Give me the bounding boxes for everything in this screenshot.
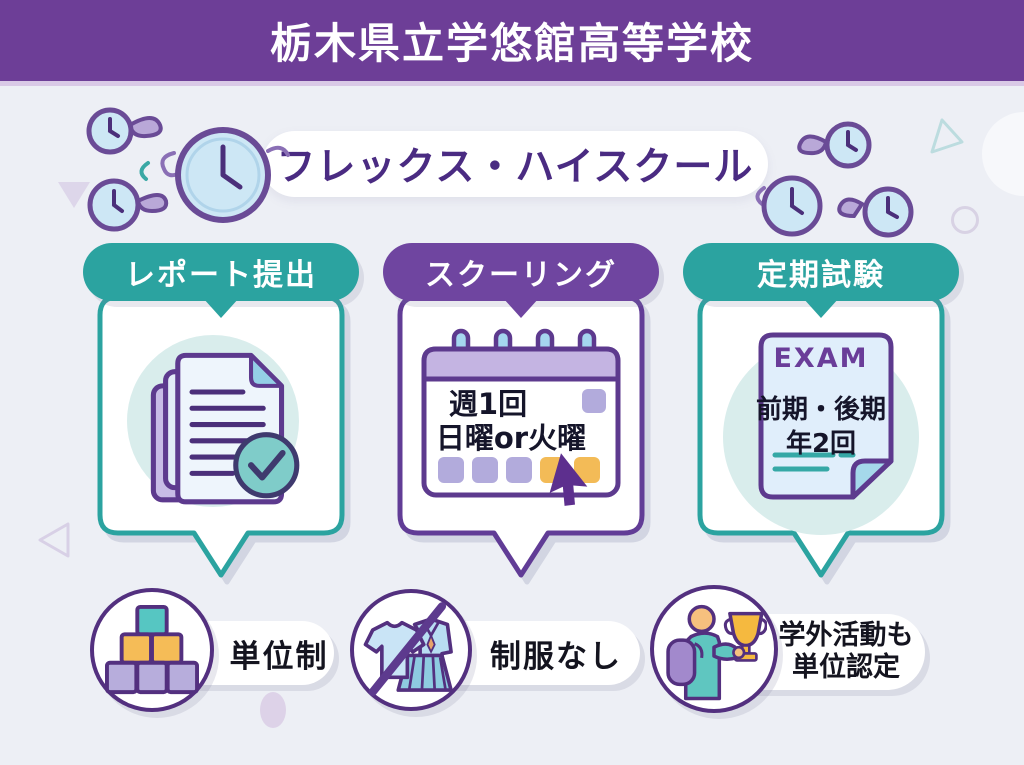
card-schooling: 週1回 日曜or火曜 スクーリング [383,243,659,593]
exam-paper-icon [758,332,894,500]
exam-count-text: 年2回 [785,429,857,459]
hero-title-pill: フレックス・ハイスクール [262,131,768,197]
triangle-decoration [58,182,90,208]
card-exam-header: 定期試験 [683,243,959,301]
card-exam-pointer [803,298,839,318]
activity-trophy-icon [666,604,767,701]
card-report-header: レポート提出 [83,243,359,301]
melting-clocks-left-icon [86,107,290,232]
feature-credit-circle [90,588,214,712]
card-report-pointer [203,298,239,318]
feature-uniform-circle [350,589,472,711]
documents-check-icon [150,352,300,505]
card-report: レポート提出 [83,243,359,593]
melting-clocks-right-icon [755,121,914,238]
circle-outline-decoration [951,206,979,234]
exam-heading-text: EXAM [773,343,869,374]
calendar-frequency-text: 週1回 [448,387,528,421]
calendar-days-text: 日曜or火曜 [435,421,587,455]
feature-activity-label-1: 学外活動も [778,619,914,651]
teal-triangle-decoration [930,118,964,154]
feature-activity-circle [650,585,778,713]
feature-uniform-label: 制服なし [490,638,622,675]
feature-credit-label: 単位制 [229,638,329,675]
card-schooling-header: スクーリング [383,243,659,301]
card-schooling-pointer [503,298,539,318]
card-report-title: レポート提出 [125,258,317,293]
dot-decoration [260,692,286,728]
header-banner: 栃木県立学悠館高等学校 [0,0,1024,86]
exam-terms-text: 前期・後期 [755,395,886,425]
no-uniform-icon [363,602,453,696]
card-exam-title: 定期試験 [757,258,885,293]
card-exam: EXAM 前期・後期 年2回 定期試験 [683,243,959,593]
blob-decoration [982,112,1024,196]
hero-title: フレックス・ハイスクール [276,145,754,190]
credit-blocks-icon [105,604,199,695]
feature-activity-label-2: 単位認定 [792,652,900,683]
calendar-cursor-icon [421,328,621,498]
school-name: 栃木県立学悠館高等学校 [269,19,754,68]
cursor-arrow-icon [549,453,588,506]
triangle-outline-decoration [38,522,70,558]
card-schooling-title: スクーリング [425,258,617,293]
